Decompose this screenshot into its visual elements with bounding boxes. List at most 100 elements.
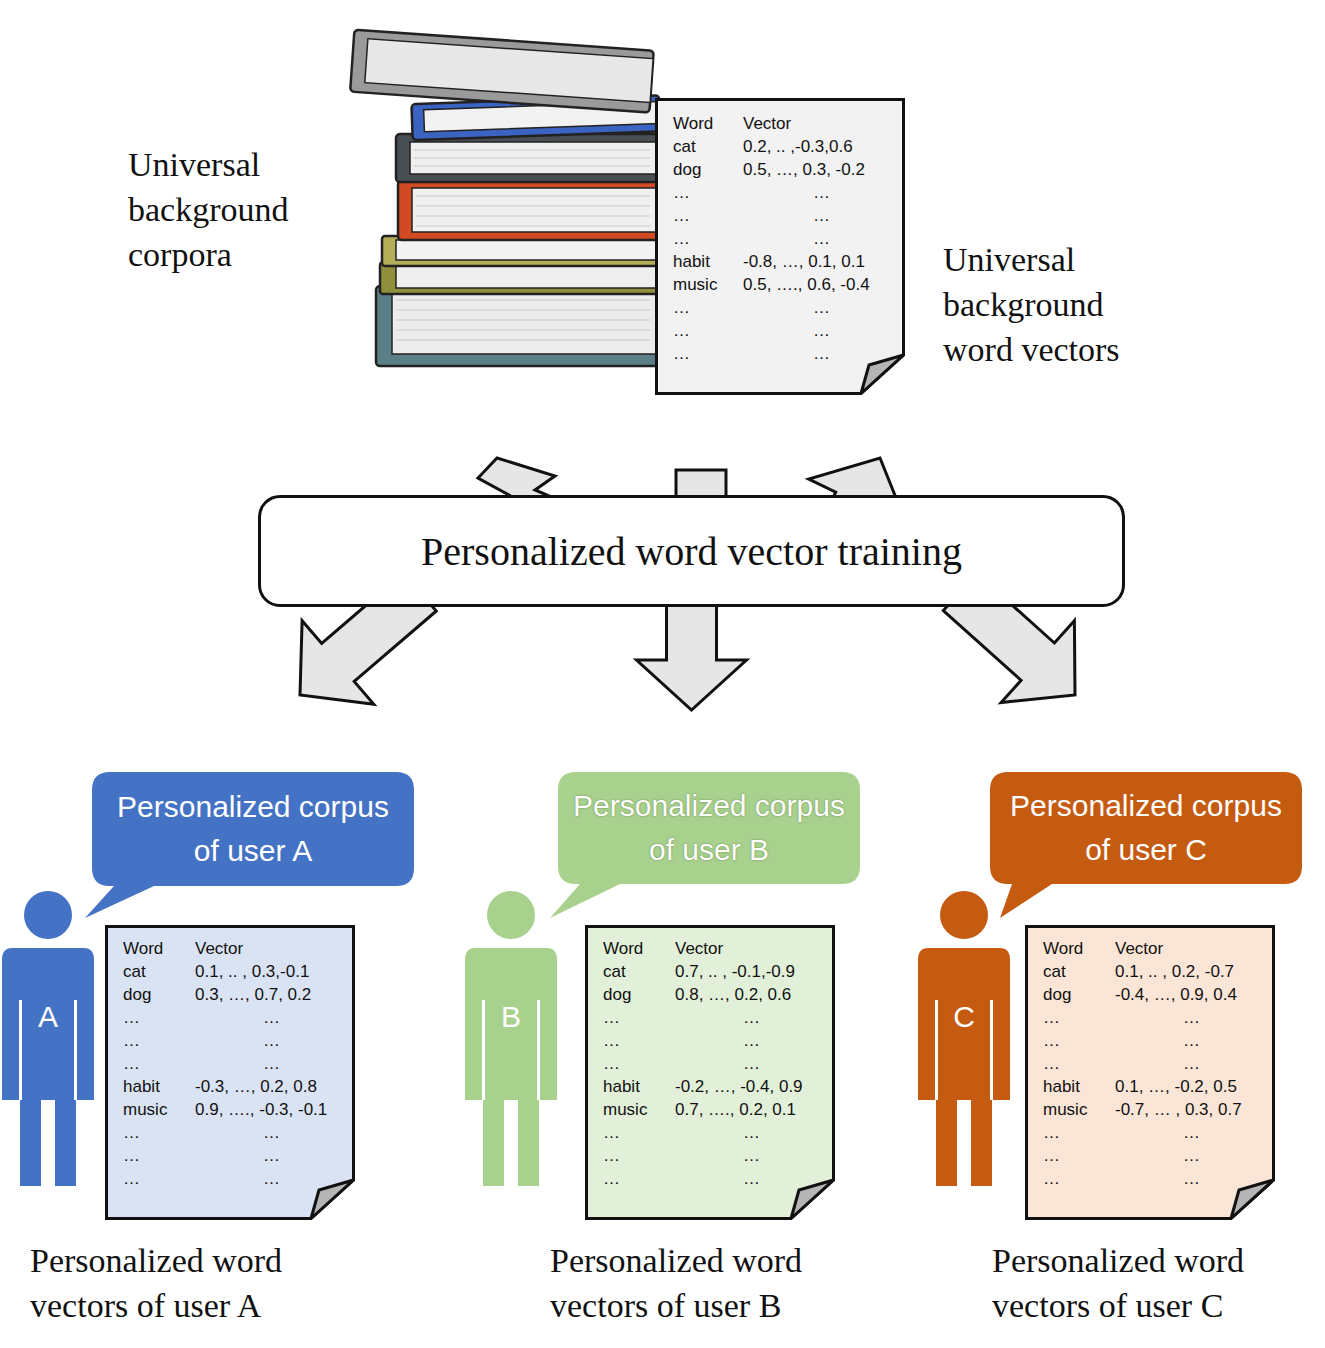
document-sheet: WordVectorcat0.7, .. , -0.1,-0.9dog0.8, … [585, 925, 835, 1220]
vector-cell: … [189, 1121, 341, 1144]
person-figure: B [465, 890, 557, 1186]
process-label: Personalized word vector training [421, 528, 962, 575]
bubble-label: Personalized corpus of user A [106, 785, 400, 873]
bubble-outline [92, 772, 414, 886]
corpus-label: Universal background corpora [128, 142, 348, 277]
vector-cell: … [669, 1029, 821, 1052]
word-cell: … [673, 319, 739, 342]
document-sheet: WordVectorcat0.1, .. , 0.3,-0.1dog0.3, …… [105, 925, 355, 1220]
word-cell: habit [123, 1075, 189, 1098]
word-cell: music [673, 273, 739, 296]
process-box: Personalized word vector training [258, 495, 1125, 607]
word-cell: music [603, 1098, 669, 1121]
caption-label: Personalized word vectors of user C [992, 1238, 1292, 1328]
word-cell: … [603, 1121, 669, 1144]
word-cell: … [673, 227, 739, 250]
vector-cell: 0.9, …., -0.3, -0.1 [189, 1098, 341, 1121]
word-cell: music [123, 1098, 189, 1121]
word-cell: dog [673, 158, 739, 181]
bubble-label: Personalized corpus of user C [1004, 784, 1288, 872]
node-outline [2, 890, 94, 1186]
word-cell: habit [673, 250, 739, 273]
vector-cell: -0.2, …, -0.4, 0.9 [669, 1075, 821, 1098]
word-cell: cat [603, 960, 669, 983]
speech-bubble: Personalized corpus of user B [558, 772, 860, 884]
word-cell: … [123, 1006, 189, 1029]
vector-cell: … [189, 1167, 341, 1190]
vector-cell: … [1109, 1006, 1261, 1029]
word-cell: habit [1043, 1075, 1109, 1098]
word-cell: … [1043, 1167, 1109, 1190]
vector-cell: … [669, 1144, 821, 1167]
word-cell: Word [603, 937, 669, 960]
vector-cell: -0.8, …, 0.1, 0.1 [739, 250, 891, 273]
vector-cell: … [739, 181, 891, 204]
vector-cell: -0.7, … , 0.3, 0.7 [1109, 1098, 1261, 1121]
vector-cell: 0.3, …, 0.7, 0.2 [189, 983, 341, 1006]
speech-bubble: Personalized corpus of user A [92, 772, 414, 886]
word-cell: Word [123, 937, 189, 960]
vector-cell: … [739, 204, 891, 227]
vector-cell: 0.7, .. , -0.1,-0.9 [669, 960, 821, 983]
vector-table: WordVectorcat0.1, .. , 0.3,-0.1dog0.3, …… [123, 937, 341, 1190]
word-cell: dog [1043, 983, 1109, 1006]
person-letter: A [2, 1000, 94, 1034]
person-letter: B [465, 1000, 557, 1034]
node-outline [465, 890, 557, 1186]
vector-cell: 0.2, .. ,-0.3,0.6 [739, 135, 891, 158]
word-cell: … [123, 1121, 189, 1144]
bubble-outline [990, 772, 1302, 884]
vector-cell: 0.1, .. , 0.2, -0.7 [1109, 960, 1261, 983]
word-cell: … [1043, 1006, 1109, 1029]
vector-cell: … [189, 1052, 341, 1075]
vector-cell: … [739, 296, 891, 319]
word-cell: … [673, 342, 739, 365]
vector-cell: … [1109, 1029, 1261, 1052]
vector-cell: … [189, 1006, 341, 1029]
word-cell: … [1043, 1144, 1109, 1167]
word-cell: … [603, 1144, 669, 1167]
vector-cell: … [1109, 1144, 1261, 1167]
vector-table: WordVectorcat0.1, .. , 0.2, -0.7dog-0.4,… [1043, 937, 1261, 1190]
vector-cell: … [669, 1052, 821, 1075]
word-cell: … [123, 1029, 189, 1052]
vector-cell: 0.1, .. , 0.3,-0.1 [189, 960, 341, 983]
word-cell: … [1043, 1121, 1109, 1144]
word-cell: … [123, 1144, 189, 1167]
person-figure: A [2, 890, 94, 1186]
bubble-outline [558, 772, 860, 884]
word-cell: … [673, 181, 739, 204]
vector-cell: -0.3, …, 0.2, 0.8 [189, 1075, 341, 1098]
word-cell: Word [673, 112, 739, 135]
person-letter: C [918, 1000, 1010, 1034]
vector-cell: 0.1, …, -0.2, 0.5 [1109, 1075, 1261, 1098]
vector-cell: -0.4, …, 0.9, 0.4 [1109, 983, 1261, 1006]
word-cell: cat [123, 960, 189, 983]
vector-cell: 0.7, …., 0.2, 0.1 [669, 1098, 821, 1121]
block-arrow [637, 592, 747, 710]
word-cell: … [1043, 1029, 1109, 1052]
vector-cell: 0.5, …, 0.3, -0.2 [739, 158, 891, 181]
vector-cell: … [189, 1029, 341, 1052]
vector-cell: Vector [739, 112, 891, 135]
vector-cell: Vector [669, 937, 821, 960]
word-cell: cat [673, 135, 739, 158]
document-sheet: WordVectorcat0.1, .. , 0.2, -0.7dog-0.4,… [1025, 925, 1275, 1220]
person-figure: C [918, 890, 1010, 1186]
vector-cell: … [669, 1006, 821, 1029]
vector-cell: 0.5, …., 0.6, -0.4 [739, 273, 891, 296]
caption-label: Personalized word vectors of user B [550, 1238, 850, 1328]
vector-cell: … [739, 227, 891, 250]
word-cell: … [1043, 1052, 1109, 1075]
word-cell: … [603, 1006, 669, 1029]
word-cell: … [673, 204, 739, 227]
document-sheet: WordVectorcat0.2, .. ,-0.3,0.6dog0.5, …,… [655, 98, 905, 395]
vector-cell: 0.8, …, 0.2, 0.6 [669, 983, 821, 1006]
word-cell: … [673, 296, 739, 319]
word-cell: dog [123, 983, 189, 1006]
vector-cell: … [1109, 1167, 1261, 1190]
vector-cell: … [739, 342, 891, 365]
word-cell: … [603, 1029, 669, 1052]
vector-cell: Vector [189, 937, 341, 960]
word-cell: habit [603, 1075, 669, 1098]
